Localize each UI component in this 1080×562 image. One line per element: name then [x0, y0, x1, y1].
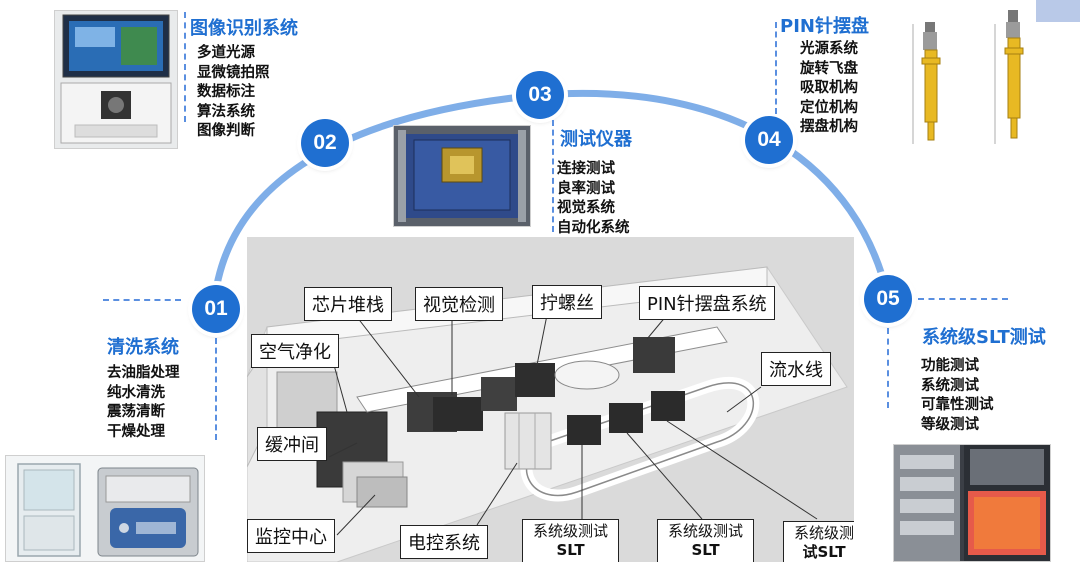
label-monitor: 监控中心: [247, 519, 335, 553]
stage-item: 多道光源: [197, 45, 255, 61]
stage-item: 可靠性测试: [921, 397, 994, 413]
slt-line: SLT: [691, 541, 720, 559]
stage-05-badge: 05: [864, 275, 912, 323]
stage-item: 摆盘机构: [800, 119, 858, 135]
stage-item: 系统测试: [921, 377, 979, 394]
stage-item: 吸取机构: [800, 80, 858, 96]
slt-line: 系统级测: [794, 524, 854, 542]
stage-item: 纯水清洗: [107, 384, 165, 401]
stage-03-title: 测试仪器: [560, 129, 632, 150]
stage-05-items: 功能测试 系统测试 可靠性测试 等级测试: [921, 357, 994, 435]
stage-item: 算法系统: [197, 103, 255, 120]
stage-item: 干燥处理: [107, 423, 165, 440]
corner-decoration: [1036, 0, 1080, 22]
stage-05-hdash: [918, 298, 1008, 300]
label-slt-2: 系统级测试 SLT: [657, 519, 755, 562]
stage-item: 功能测试: [921, 358, 979, 374]
stage-number: 01: [204, 297, 228, 320]
label-pin-system: PIN针摆盘系统: [639, 286, 775, 320]
test-instrument-photo: [393, 125, 531, 227]
label-electric: 电控系统: [400, 525, 488, 559]
stage-item: 连接测试: [557, 161, 615, 177]
stage-01-hdash: [103, 299, 181, 301]
stage-04-title: PIN针摆盘: [780, 16, 869, 37]
label-slt-1: 系统级测试 SLT: [522, 519, 620, 562]
stage-04-badge: 04: [745, 116, 793, 164]
label-screw: 拧螺丝: [532, 285, 602, 319]
stage-01-title: 清洗系统: [107, 337, 179, 358]
stage-item: 图像判断: [197, 123, 255, 139]
pin-drawing: [895, 4, 1045, 156]
stage-01-badge: 01: [192, 285, 240, 333]
stage-02-dash: [184, 12, 186, 122]
stage-02-title: 图像识别系统: [190, 18, 298, 39]
cleaning-equipment-photo: [5, 455, 205, 562]
label-slt-3: 系统级测 试SLT: [783, 521, 854, 562]
stage-number: 04: [757, 128, 781, 151]
stage-item: 光源系统: [800, 41, 858, 57]
stage-04-items: 光源系统 旋转飞盘 吸取机构 定位机构 摆盘机构: [800, 40, 858, 138]
label-visual-inspection: 视觉检测: [415, 287, 503, 321]
slt-line: SLT: [556, 541, 585, 559]
stage-01-dash: [215, 338, 217, 440]
slt-test-photo: [893, 444, 1051, 562]
label-buffer: 缓冲间: [257, 427, 327, 461]
slt-line: 系统级测试: [533, 522, 609, 540]
image-recognition-photo: [54, 10, 178, 149]
stage-item: 数据标注: [197, 84, 255, 100]
factory-drawing: [247, 266, 848, 562]
stage-02-items: 多道光源 显微镜拍照 数据标注 算法系统 图像判断: [197, 44, 270, 142]
stage-item: 自动化系统: [557, 219, 630, 236]
stage-item: 视觉系统: [557, 200, 615, 216]
stage-number: 02: [313, 131, 337, 154]
label-pipeline: 流水线: [761, 352, 831, 386]
stage-02-badge: 02: [301, 119, 349, 167]
slt-line: 试SLT: [802, 543, 846, 561]
label-chip-stack: 芯片堆栈: [304, 287, 392, 321]
stage-03-items: 连接测试 良率测试 视觉系统 自动化系统: [557, 160, 630, 238]
stage-05-dash: [887, 328, 889, 408]
factory-layout-image: 芯片堆栈 视觉检测 拧螺丝 PIN针摆盘系统 空气净化 流水线 缓冲间 监控中心…: [247, 237, 854, 562]
stage-05-title: 系统级SLT测试: [922, 327, 1046, 348]
slt-line: 系统级测试: [668, 522, 744, 540]
stage-item: 旋转飞盘: [800, 60, 858, 77]
stage-item: 良率测试: [557, 180, 615, 197]
stage-number: 03: [528, 83, 552, 106]
stage-item: 去油脂处理: [107, 365, 180, 381]
stage-01-items: 去油脂处理 纯水清洗 震荡清断 干燥处理: [107, 364, 180, 442]
stage-03-dash: [552, 120, 554, 232]
label-air-clean: 空气净化: [251, 334, 339, 368]
stage-item: 等级测试: [921, 416, 979, 433]
stage-number: 05: [876, 287, 900, 310]
stage-04-dash: [775, 22, 777, 114]
stage-item: 震荡清断: [107, 404, 165, 420]
stage-03-badge: 03: [516, 71, 564, 119]
stage-item: 显微镜拍照: [197, 64, 270, 81]
stage-item: 定位机构: [800, 99, 858, 116]
